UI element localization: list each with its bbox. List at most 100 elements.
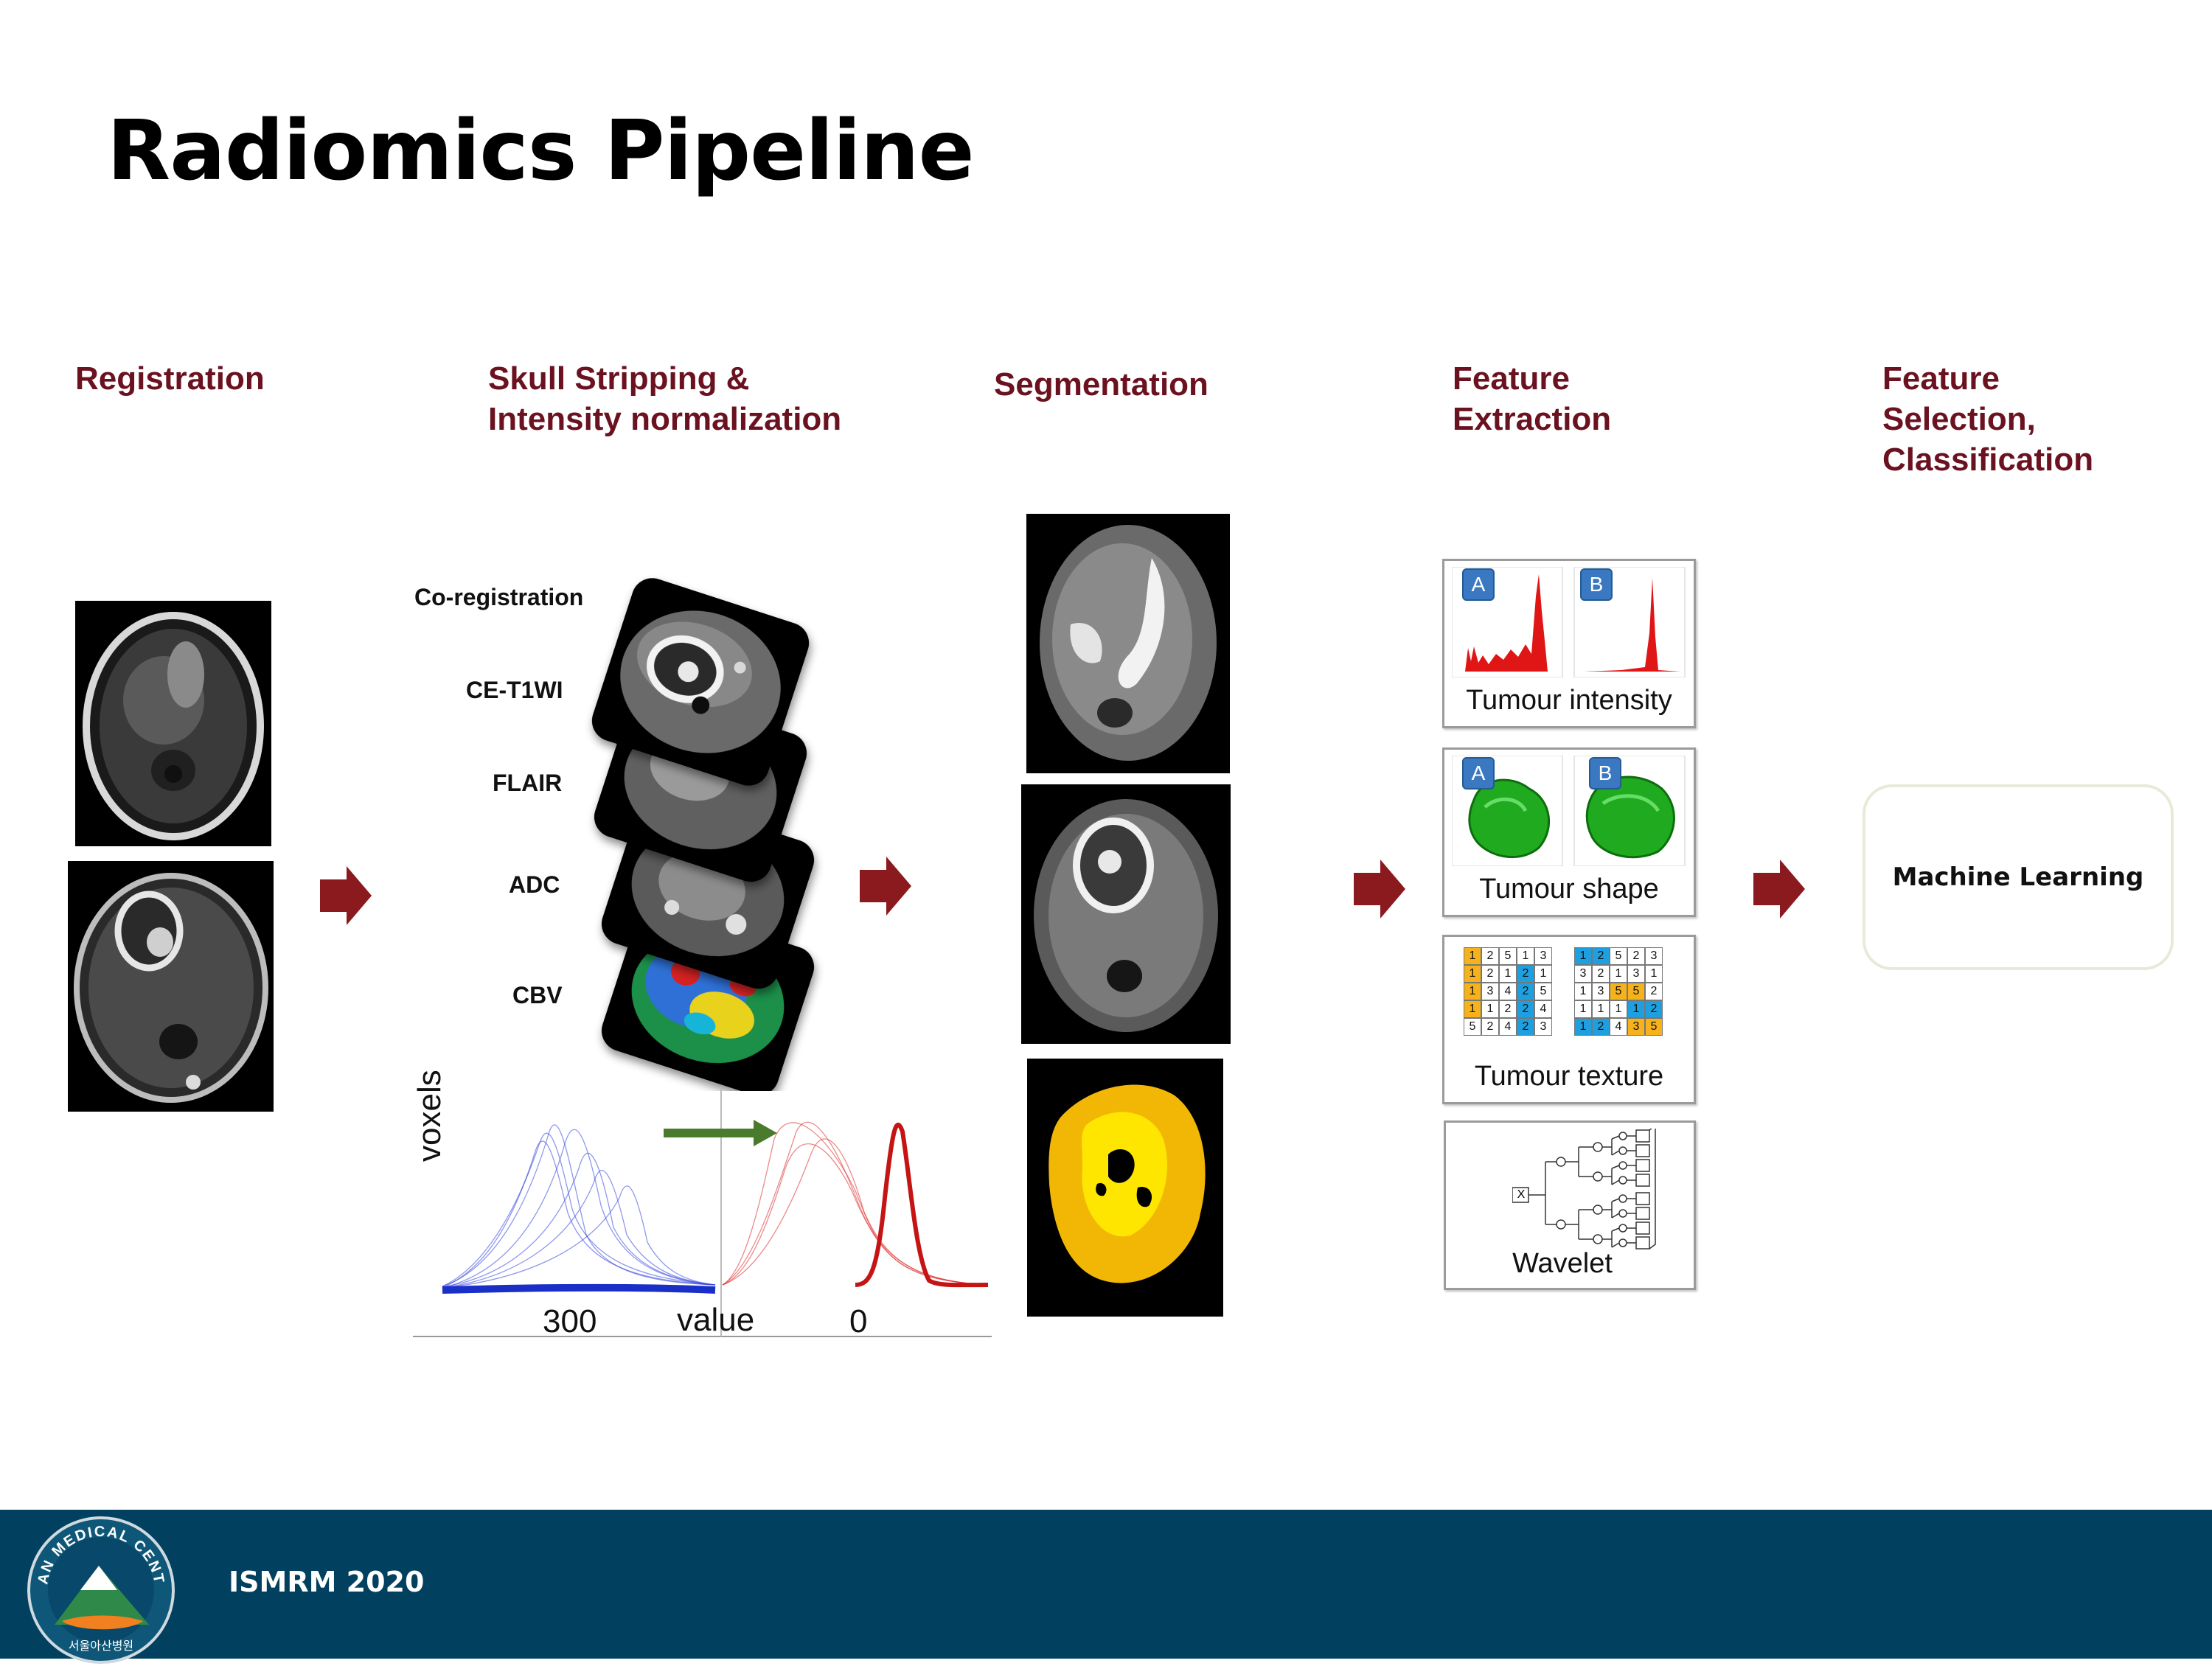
badge-b: B bbox=[1589, 757, 1621, 790]
badge-a: A bbox=[1462, 568, 1495, 601]
texture-cell: 1 bbox=[1464, 965, 1481, 983]
texture-cell: 3 bbox=[1592, 983, 1610, 1000]
texture-cell: 5 bbox=[1610, 983, 1627, 1000]
texture-cell: 2 bbox=[1627, 947, 1645, 965]
texture-cell: 2 bbox=[1517, 1018, 1534, 1036]
texture-cell: 1 bbox=[1627, 1000, 1645, 1018]
step-heading-registration: Registration bbox=[75, 358, 265, 399]
texture-cell: 1 bbox=[1574, 1018, 1592, 1036]
texture-cell: 2 bbox=[1481, 965, 1499, 983]
texture-cell: 1 bbox=[1610, 965, 1627, 983]
texture-cell: 2 bbox=[1592, 947, 1610, 965]
feature-label-texture: Tumour texture bbox=[1474, 1061, 1664, 1092]
step-heading-skull-stripping: Skull Stripping & Intensity normalizatio… bbox=[488, 358, 841, 439]
sequence-label: CE-T1WI bbox=[466, 677, 563, 703]
texture-cell: 4 bbox=[1499, 1018, 1517, 1036]
pipeline-arrow-2 bbox=[860, 857, 911, 916]
texture-cell: 3 bbox=[1534, 947, 1552, 965]
step-heading-line: Skull Stripping & bbox=[488, 360, 750, 397]
normalized-histogram-curves bbox=[722, 1121, 989, 1286]
texture-cell: 1 bbox=[1645, 965, 1663, 983]
texture-cell: 2 bbox=[1517, 965, 1534, 983]
histogram-tick-left: 300 bbox=[543, 1303, 597, 1339]
intensity-histogram-figure bbox=[413, 1087, 992, 1337]
tumour-shape-renderings bbox=[1452, 756, 1686, 866]
texture-cell: 2 bbox=[1481, 947, 1499, 965]
feature-label-wavelet: Wavelet bbox=[1512, 1248, 1613, 1279]
intensity-histograms bbox=[1452, 567, 1686, 677]
histogram-x-label: value bbox=[677, 1302, 755, 1338]
texture-cell: 1 bbox=[1517, 947, 1534, 965]
texture-cell: 2 bbox=[1592, 965, 1610, 983]
footer-text: ISMRM 2020 bbox=[229, 1566, 425, 1598]
histogram-y-label: voxels bbox=[411, 1070, 448, 1162]
wavelet-input-node: X bbox=[1517, 1188, 1526, 1201]
pipeline-arrow-1 bbox=[320, 866, 372, 925]
badge-a: A bbox=[1462, 757, 1495, 790]
machine-learning-box: Machine Learning bbox=[1863, 784, 2174, 970]
step-heading-line: Segmentation bbox=[994, 366, 1208, 402]
sequence-label: CBV bbox=[512, 982, 563, 1008]
texture-cell: 5 bbox=[1645, 1018, 1663, 1036]
texture-cell: 1 bbox=[1464, 1000, 1481, 1018]
texture-cell: 4 bbox=[1499, 983, 1517, 1000]
step-heading-line: Feature bbox=[1882, 360, 2000, 397]
step-heading-line: Intensity normalization bbox=[488, 401, 842, 437]
texture-cell: 3 bbox=[1645, 947, 1663, 965]
texture-cell: 3 bbox=[1627, 1018, 1645, 1036]
segmentation-mri-t1 bbox=[1021, 784, 1231, 1044]
pipeline-arrow-4 bbox=[1753, 860, 1805, 919]
texture-cell: 2 bbox=[1592, 1018, 1610, 1036]
machine-learning-label: Machine Learning bbox=[1892, 862, 2144, 892]
feature-box-shape: A B Tumour shape bbox=[1442, 747, 1696, 917]
feature-box-intensity: A B Tumour intensity bbox=[1442, 559, 1696, 728]
texture-cell: 3 bbox=[1627, 965, 1645, 983]
texture-cell: 5 bbox=[1610, 947, 1627, 965]
texture-cell: 2 bbox=[1481, 1018, 1499, 1036]
texture-cell: 2 bbox=[1499, 1000, 1517, 1018]
segmentation-mri-flair bbox=[1026, 514, 1230, 773]
badge-b: B bbox=[1580, 568, 1613, 601]
sequence-label: FLAIR bbox=[493, 770, 563, 796]
texture-cell: 3 bbox=[1481, 983, 1499, 1000]
texture-cell: 2 bbox=[1645, 983, 1663, 1000]
histogram-tick-right: 0 bbox=[849, 1303, 868, 1339]
texture-cell: 2 bbox=[1645, 1000, 1663, 1018]
sequence-label: Co-registration bbox=[414, 584, 584, 610]
step-heading-feature-extraction: Feature Extraction bbox=[1453, 358, 1611, 439]
step-heading-line: Extraction bbox=[1453, 401, 1612, 437]
svg-text:서울아산병원: 서울아산병원 bbox=[69, 1639, 133, 1653]
texture-cell: 1 bbox=[1574, 983, 1592, 1000]
texture-cell: 1 bbox=[1534, 965, 1552, 983]
step-heading-line: Registration bbox=[75, 360, 265, 397]
texture-cell: 3 bbox=[1574, 965, 1592, 983]
step-heading-segmentation: Segmentation bbox=[994, 364, 1208, 405]
feature-label-shape: Tumour shape bbox=[1479, 874, 1659, 905]
asan-medical-center-logo: ASAN MEDICAL CENTER 서울아산병원 bbox=[25, 1514, 175, 1664]
texture-cell: 1 bbox=[1592, 1000, 1610, 1018]
step-heading-line: Selection, bbox=[1882, 401, 2036, 437]
texture-cell: 1 bbox=[1574, 947, 1592, 965]
texture-cell: 5 bbox=[1534, 983, 1552, 1000]
texture-cell: 1 bbox=[1464, 983, 1481, 1000]
texture-cell: 4 bbox=[1534, 1000, 1552, 1018]
texture-cell: 1 bbox=[1499, 965, 1517, 983]
texture-cell: 1 bbox=[1481, 1000, 1499, 1018]
step-heading-line: Classification bbox=[1882, 442, 2094, 478]
step-heading-line: Feature bbox=[1453, 360, 1570, 397]
footer-bar: ASAN MEDICAL CENTER 서울아산병원 ISMRM 2020 bbox=[0, 1510, 2212, 1664]
raw-histogram-curves bbox=[442, 1124, 716, 1289]
texture-cell: 3 bbox=[1534, 1018, 1552, 1036]
texture-cell: 1 bbox=[1464, 947, 1481, 965]
texture-cell: 5 bbox=[1464, 1018, 1481, 1036]
texture-cell: 4 bbox=[1610, 1018, 1627, 1036]
registration-mri-flair bbox=[75, 601, 271, 846]
feature-box-wavelet: X Wavelet bbox=[1444, 1120, 1696, 1290]
feature-label-intensity: Tumour intensity bbox=[1466, 685, 1672, 716]
texture-cell: 5 bbox=[1627, 983, 1645, 1000]
segmentation-mask bbox=[1027, 1059, 1223, 1317]
texture-cell: 2 bbox=[1517, 983, 1534, 1000]
sequence-label: ADC bbox=[509, 871, 560, 898]
stacked-mri-slices bbox=[591, 578, 815, 1091]
